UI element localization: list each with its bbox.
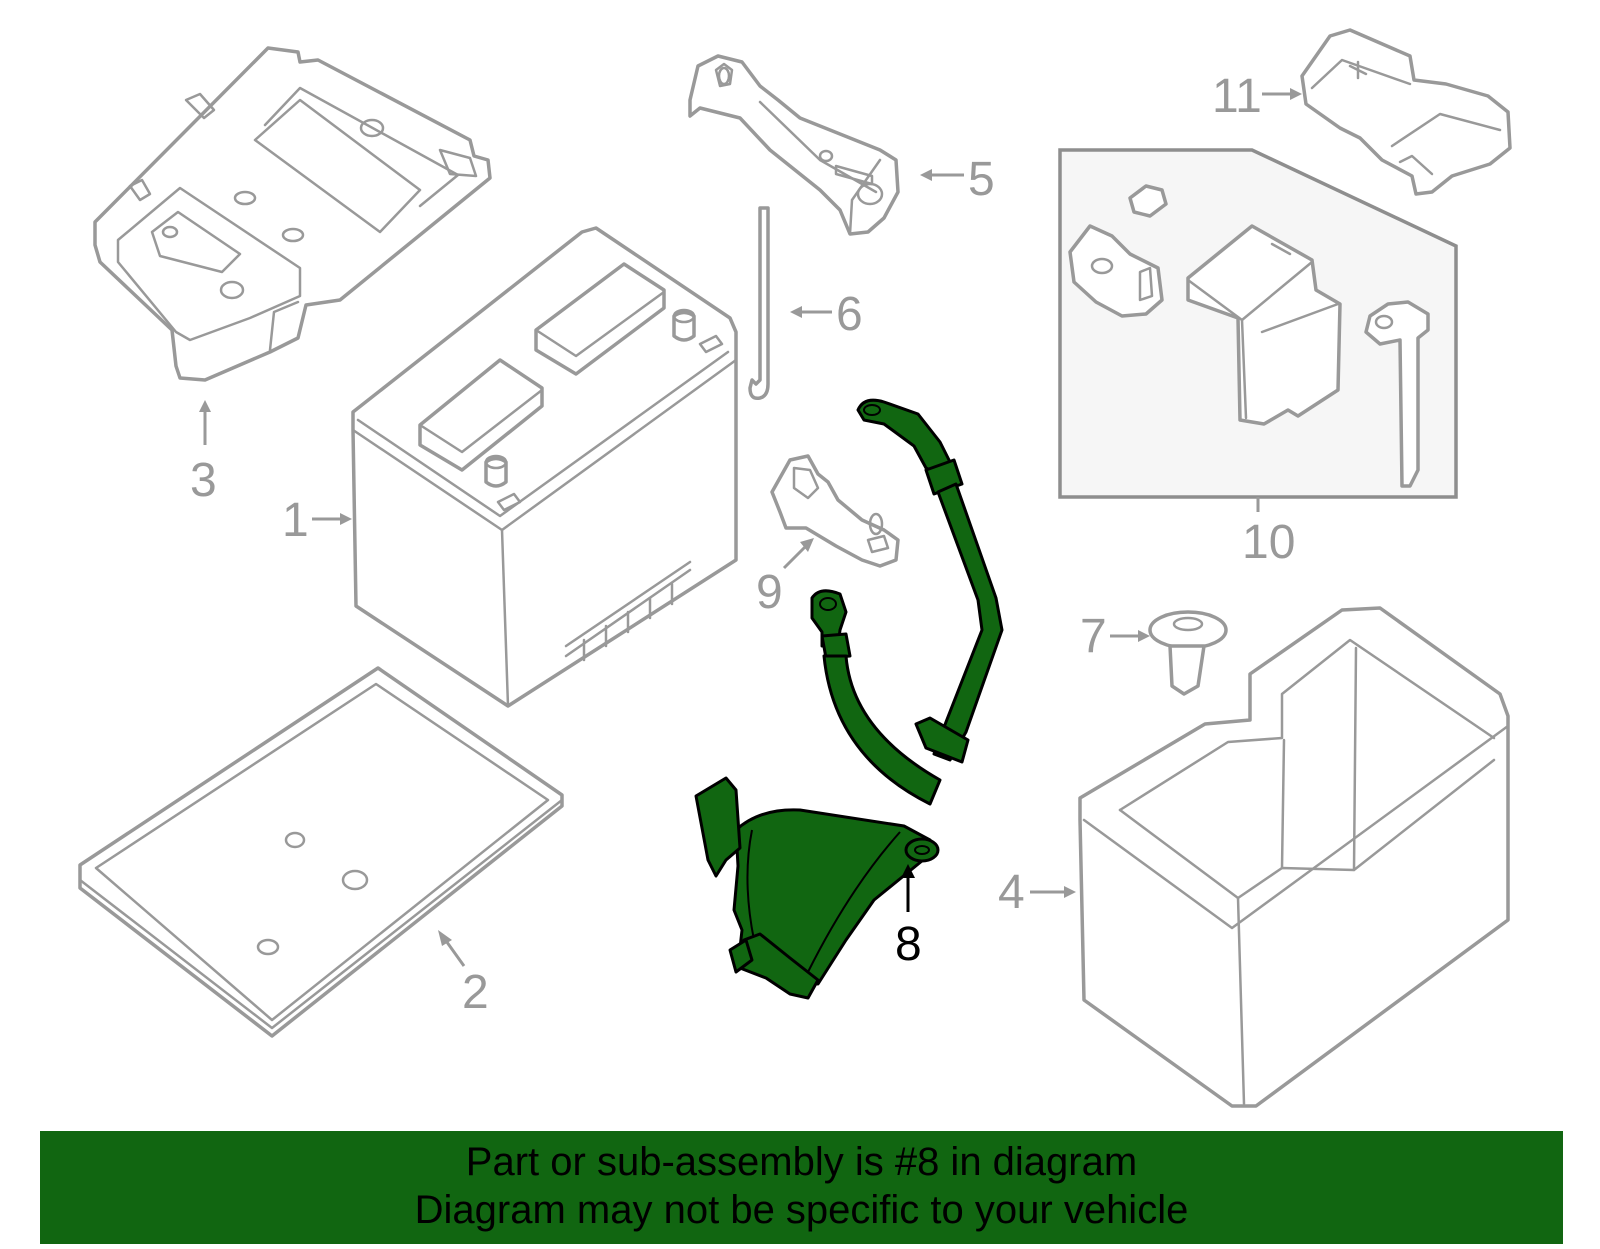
callout-10: 10 — [1242, 497, 1295, 569]
svg-text:6: 6 — [836, 288, 863, 341]
callout-4: 4 — [998, 866, 1076, 919]
part-9-terminal-clamp[interactable] — [770, 454, 900, 568]
callout-2: 2 — [438, 930, 489, 1019]
part-10-fuse-kit-box[interactable] — [1058, 148, 1458, 499]
banner-text: Part or sub-assembly is #8 in diagram Di… — [40, 1131, 1563, 1234]
callout-1: 1 — [282, 494, 352, 547]
part-6-j-bolt[interactable] — [748, 206, 770, 401]
parts-diagram: 1 2 3 4 5 6 7 8 9 — [78, 28, 1512, 1108]
part-11-terminal-cover[interactable] — [1300, 28, 1512, 196]
svg-text:11: 11 — [1212, 70, 1262, 123]
callout-6: 6 — [790, 288, 863, 341]
banner-line-2: Diagram may not be specific to your vehi… — [414, 1188, 1189, 1232]
callout-5: 5 — [920, 153, 995, 206]
part-2-base-plate[interactable] — [78, 666, 564, 1038]
svg-text:5: 5 — [968, 153, 995, 206]
svg-text:9: 9 — [756, 566, 783, 619]
part-7-push-clip[interactable] — [1148, 610, 1228, 696]
svg-text:1: 1 — [282, 494, 309, 547]
callout-11: 11 — [1212, 70, 1302, 123]
part-1-battery[interactable] — [351, 226, 738, 708]
info-banner: Part or sub-assembly is #8 in diagram Di… — [40, 1131, 1563, 1244]
svg-text:10: 10 — [1242, 516, 1295, 569]
svg-text:8: 8 — [895, 918, 922, 971]
callout-7: 7 — [1080, 610, 1150, 663]
svg-text:2: 2 — [462, 966, 489, 1019]
banner-line-1: Part or sub-assembly is #8 in diagram — [465, 1140, 1138, 1184]
part-4-battery-box[interactable] — [1078, 606, 1510, 1108]
callout-8: 8 — [895, 864, 922, 971]
svg-text:4: 4 — [998, 866, 1025, 919]
callout-9: 9 — [756, 538, 814, 619]
part-3-battery-tray[interactable] — [93, 46, 492, 382]
svg-text:7: 7 — [1080, 610, 1107, 663]
callout-3: 3 — [190, 400, 217, 507]
part-5-hold-down-bracket[interactable] — [688, 54, 900, 236]
part-8-battery-cable-highlighted[interactable] — [694, 398, 1004, 1000]
svg-text:3: 3 — [190, 454, 217, 507]
